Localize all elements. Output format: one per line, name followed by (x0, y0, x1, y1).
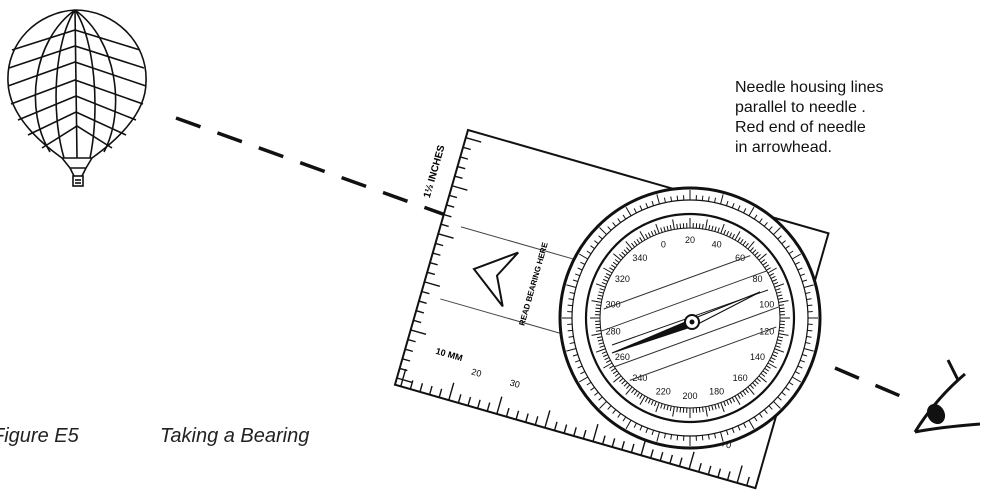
dial-label: 0 (661, 240, 666, 250)
compass-needle (611, 291, 761, 354)
dial-label: 40 (712, 240, 722, 250)
needle-annotation: Needle housing lines parallel to needle … (735, 78, 975, 158)
dial-label: 100 (759, 299, 774, 309)
dial-label: 180 (709, 386, 724, 396)
dial-label: 280 (606, 327, 621, 337)
dial-label: 120 (759, 327, 774, 337)
dial-label: 200 (682, 391, 697, 401)
dial-label: 60 (735, 253, 745, 263)
dial-label: 160 (733, 373, 748, 383)
annotation-line: Needle housing lines (735, 79, 884, 96)
annotation-line: in arrowhead. (735, 139, 832, 156)
annotation-line: Red end of needle (735, 119, 866, 136)
dial-label: 300 (606, 299, 621, 309)
figure-number: Figure E5 (0, 425, 79, 447)
dial-label: 140 (750, 352, 765, 362)
dial-label: 240 (632, 373, 647, 383)
annotation-line: parallel to needle . (735, 99, 866, 116)
hot-air-balloon-icon (7, 9, 147, 187)
dial-label: 260 (615, 352, 630, 362)
dial-label: 20 (685, 235, 695, 245)
figure-title: Taking a Bearing (160, 425, 310, 447)
sight-line (175, 116, 906, 400)
dial-label: 80 (753, 274, 763, 284)
mm-20-label: 20 (470, 367, 482, 379)
eye-icon (913, 359, 981, 434)
dial-label: 340 (632, 253, 647, 263)
dial-label: 220 (656, 386, 671, 396)
mm-30-label: 30 (509, 378, 521, 390)
inch-label: 1½ INCHES (422, 144, 448, 200)
dial-label: 320 (615, 274, 630, 284)
